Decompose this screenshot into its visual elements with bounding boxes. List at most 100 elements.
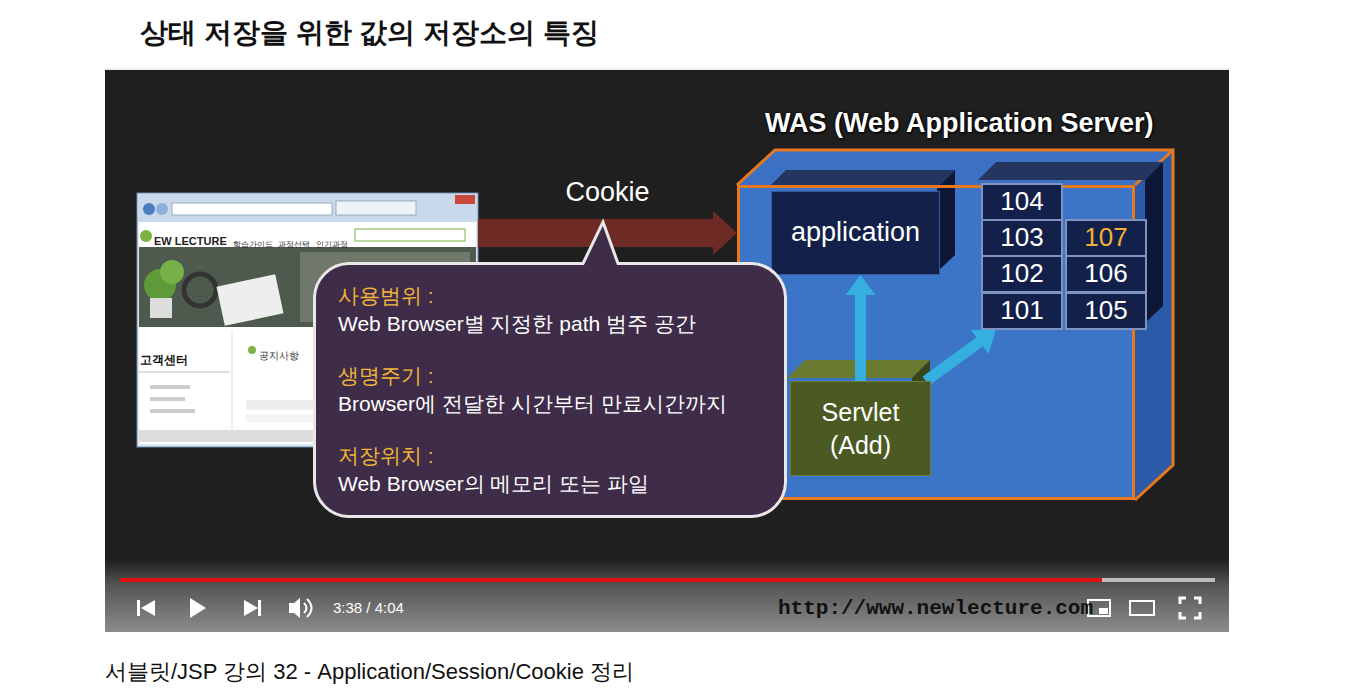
watermark-holder: http://www.newlecture.com: [778, 597, 1093, 620]
browser-tab: [336, 201, 416, 215]
notice-dot: [248, 346, 256, 354]
callout-text: 사용범위 :: [338, 284, 434, 307]
browser-text: EW LECTURE: [154, 235, 227, 247]
connector-line: [926, 341, 981, 381]
sidebar-item: [150, 385, 190, 389]
browser-back: [143, 203, 155, 215]
next-icon: [244, 600, 258, 616]
page-title-holder: 상태 저장을 위한 값의 저장소의 특징: [140, 14, 599, 52]
browser-close: [455, 195, 475, 204]
browser-text-holder: EW LECTURE: [154, 231, 227, 249]
fullscreen-icon: [1180, 598, 1200, 618]
browser-address: [172, 203, 332, 215]
watermark: http://www.newlecture.com: [778, 597, 1093, 620]
prev-icon: [141, 600, 155, 616]
callout-text: Web Browser의 메모리 또는 파일: [338, 472, 649, 495]
browser-text: 인기과정: [316, 240, 348, 249]
browser-text: 공지사항: [259, 350, 299, 361]
pot: [150, 298, 172, 318]
cell-number: 107: [1084, 221, 1127, 255]
video-ground: [105, 70, 1229, 632]
callout-text: Browser에 전달한 시간부터 만료시간까지: [338, 392, 727, 415]
session-cell: 107: [1065, 219, 1147, 257]
progress-rest: [1102, 578, 1215, 582]
sidebar-item: [150, 397, 185, 401]
time-readout-holder: 3:38 / 4:04: [333, 599, 404, 617]
time-readout: 3:38 / 4:04: [333, 599, 404, 616]
callout-text: 생명주기 :: [338, 364, 434, 387]
theater-icon: [1130, 601, 1154, 615]
sidebar-rule: [139, 372, 230, 373]
servlet-node: Servlet (Add): [790, 381, 931, 476]
box-label: Servlet (Add): [791, 396, 930, 461]
browser-text-holder: 공지사항: [259, 345, 299, 363]
page-title: 상태 저장을 위한 값의 저장소의 특징: [140, 17, 599, 48]
server-heading: WAS (Web Application Server): [765, 108, 1154, 138]
browser-text-holder: 과정선택: [278, 233, 310, 251]
callout-text-holder: 저장위치 :: [338, 442, 434, 470]
callout-node: 사용범위 : Web Browser별 지정한 path 범주 공간생명주기 : B…: [313, 262, 787, 518]
browser-text: 과정선택: [278, 240, 310, 249]
arrow-head: [713, 211, 737, 255]
box-label: application: [791, 215, 920, 250]
search-box: [355, 229, 465, 241]
cell-number: 104: [1000, 185, 1043, 219]
video-caption-holder: 서블릿/JSP 강의 32 - Application/Session/Cook…: [105, 657, 634, 687]
session-cell: 106: [1065, 255, 1147, 293]
sidebar-divider: [232, 330, 233, 440]
browser-text-holder: 고객센터: [140, 350, 188, 369]
session-cell: 103: [981, 219, 1063, 257]
connector-line: [855, 294, 866, 381]
prev-icon: [137, 600, 140, 616]
logo-mark: [140, 230, 152, 242]
connector-label: Cookie: [565, 177, 649, 207]
connector-label-holder: Cookie: [565, 177, 649, 208]
callout-text-holder: Web Browser별 지정한 path 범주 공간: [338, 310, 696, 338]
session-cell: 105: [1065, 292, 1147, 330]
play-icon: [190, 598, 206, 618]
cell-number: 105: [1084, 294, 1127, 328]
cell-number: 101: [1000, 294, 1043, 328]
cell-number: 106: [1084, 257, 1127, 291]
store-box: application: [771, 191, 940, 275]
browser-forward: [156, 203, 168, 215]
volume-icon: [304, 599, 312, 617]
plant: [160, 260, 184, 284]
callout-text-holder: 생명주기 :: [338, 362, 434, 390]
was-node: WAS (Web Application Server)application1…: [737, 185, 1135, 500]
browser-text-holder: 학습가이드: [233, 233, 273, 251]
cell-number: 102: [1000, 257, 1043, 291]
session-cell: 102: [981, 255, 1063, 293]
control-strip: [105, 560, 1229, 632]
arrow-head: [846, 275, 876, 295]
connector: [926, 330, 996, 381]
browser-text: 학습가이드: [233, 240, 273, 249]
callout-text-holder: 사용범위 :: [338, 282, 434, 310]
next-icon: [258, 600, 261, 616]
browser-toolbar: [138, 194, 477, 222]
browser-text-holder: 인기과정: [316, 233, 348, 251]
session-cell: 101: [981, 292, 1063, 330]
browser-text: 고객센터: [140, 353, 188, 367]
title-rule: [105, 69, 1229, 70]
session-cell: 104: [981, 183, 1063, 221]
cube-top: [978, 162, 1163, 180]
video-caption: 서블릿/JSP 강의 32 - Application/Session/Cook…: [105, 659, 634, 684]
was-back-edges: [737, 150, 1173, 500]
connector: [846, 275, 876, 381]
headset: [184, 274, 216, 306]
cell-number: 103: [1000, 221, 1043, 255]
sidebar-item: [150, 409, 195, 413]
callout-outline: [315, 222, 786, 517]
arrow-head: [971, 330, 996, 354]
callout-text: 저장위치 :: [338, 444, 434, 467]
callout-text: Web Browser별 지정한 path 범주 공간: [338, 312, 696, 335]
volume-icon: [289, 598, 300, 618]
callout-text-holder: Web Browser의 메모리 또는 파일: [338, 470, 649, 498]
progress-played: [120, 578, 1102, 582]
callout-text-holder: Browser에 전달한 시간부터 만료시간까지: [338, 390, 727, 418]
cube-side: [1145, 162, 1163, 323]
server-heading-holder: WAS (Web Application Server): [765, 108, 1154, 139]
paper: [216, 274, 283, 326]
